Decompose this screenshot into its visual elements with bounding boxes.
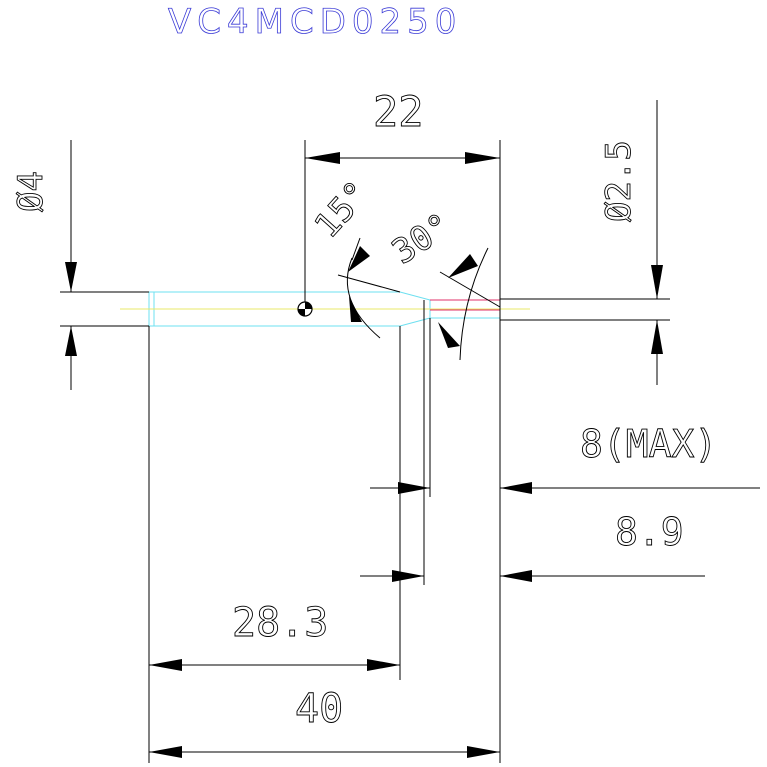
angle-15-label: 15° [307,174,378,246]
dim-8-max-label: 8(MAX) [580,422,717,466]
dim-28-3-label: 28.3 [232,600,328,646]
dim-22: 22 [305,87,500,164]
dim-8-9-label: 8.9 [615,510,684,554]
dim-8-max: 8(MAX) [370,422,760,494]
drawing-title: VC4MCD0250 [168,2,462,42]
dim-tip-diameter: Ø2.5 [599,100,663,385]
dim-tip-diameter-label: Ø2.5 [599,140,639,222]
dim-28-3: 28.3 [149,600,400,671]
angle-15-arrow-bottom [349,296,362,322]
dim-shank-diameter-label: Ø4 [11,171,51,212]
angle-30-arrow-bottom [438,322,460,348]
angle-30 [439,247,501,361]
extension-lines [60,140,670,763]
dim-22-label: 22 [373,87,424,136]
angle-30-arrow-top [448,254,478,278]
dim-40-label: 40 [295,686,343,732]
dim-40: 40 [149,686,500,758]
angle-15-arrow-top [348,246,370,272]
dim-shank-diameter: Ø4 [11,140,77,390]
dim-8-9: 8.9 [360,510,705,582]
datum-symbol-icon [297,301,313,317]
angle-15 [337,237,401,339]
angle-30-label: 30° [385,206,458,273]
